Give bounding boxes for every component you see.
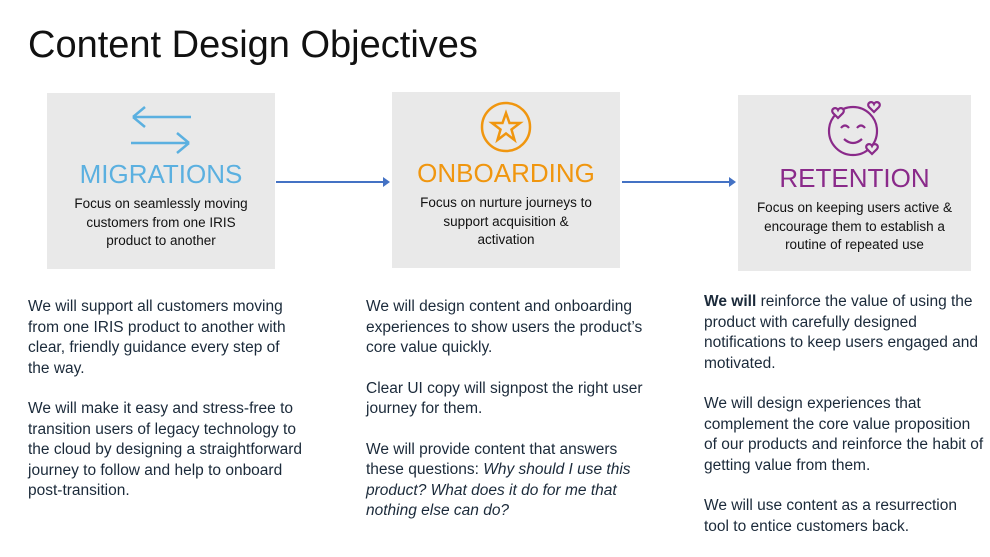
migrations-details: We will support all customers moving fro… <box>28 297 303 522</box>
paragraph: We will use content as a resurrection to… <box>704 497 957 535</box>
paragraph: We will make it easy and stress-free to … <box>28 400 302 499</box>
retention-heading: RETENTION <box>779 163 930 193</box>
paragraph: We will design experiences that compleme… <box>704 395 984 474</box>
paragraph: We will reinforce the value of using the… <box>704 292 984 374</box>
migrations-heading: MIGRATIONS <box>79 159 243 189</box>
onboarding-description: Focus on nurture journeys to support acq… <box>420 195 592 247</box>
retention-box: RETENTION Focus on keeping users active … <box>738 95 971 271</box>
retention-description: Focus on keeping users active & encourag… <box>756 200 953 252</box>
onboarding-details: We will design content and onboarding ex… <box>366 297 648 542</box>
migrations-box: MIGRATIONS Focus on seamlessly moving cu… <box>47 93 275 269</box>
paragraph: Clear UI copy will signpost the right us… <box>366 379 643 418</box>
text: We will provide content that answers the… <box>366 440 618 479</box>
paragraph: We will provide content that answers the… <box>366 440 648 522</box>
page-title: Content Design Objectives <box>28 24 478 66</box>
text: We will <box>704 293 757 310</box>
flow-arrow-1 <box>276 177 390 187</box>
flow-arrow-2 <box>622 177 736 187</box>
onboarding-box: ONBOARDING Focus on nurture journeys to … <box>392 92 620 268</box>
onboarding-heading: ONBOARDING <box>417 158 595 188</box>
migrations-description: Focus on seamlessly moving customers fro… <box>74 196 248 248</box>
star-circle-icon <box>392 92 620 154</box>
paragraph: We will design content and onboarding ex… <box>366 298 643 356</box>
smiley-hearts-icon <box>738 95 971 159</box>
paragraph: We will support all customers moving fro… <box>28 298 286 377</box>
text: reinforce the value of using the product… <box>704 293 979 372</box>
retention-details: We will reinforce the value of using the… <box>704 292 984 557</box>
questions: Why should I use this product? What does… <box>366 461 631 519</box>
swap-arrows-icon <box>47 93 275 155</box>
